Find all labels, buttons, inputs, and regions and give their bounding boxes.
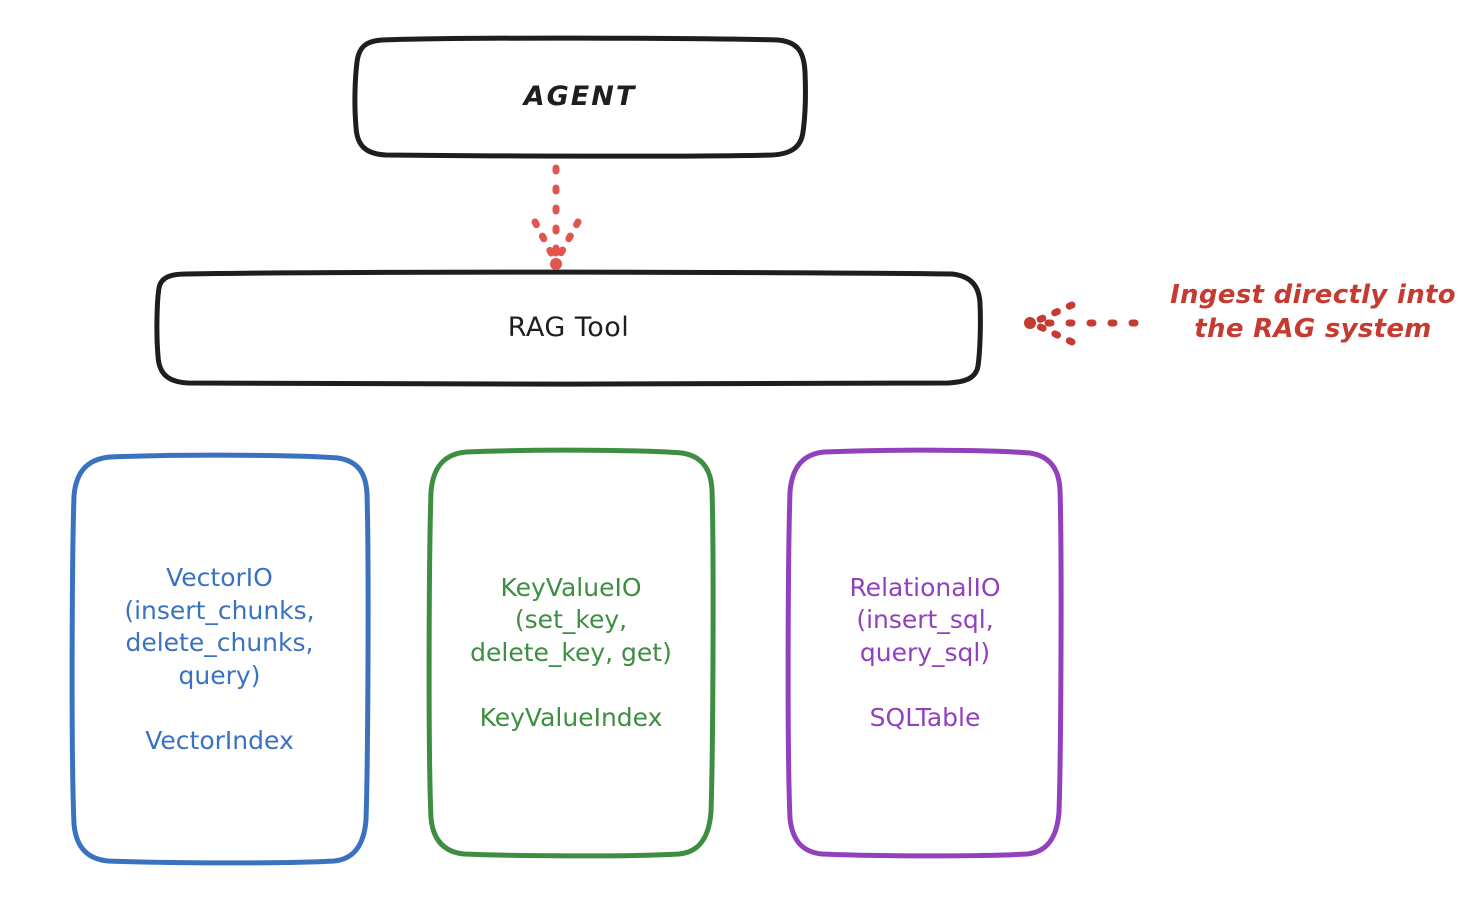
vector-io-box-outline[interactable] [69, 452, 371, 866]
vector-io-node[interactable]: VectorIO (insert_chunks, delete_chunks, … [72, 455, 367, 862]
ingest-to-rag-tool-connector [1024, 301, 1139, 346]
vector-io-api-label: VectorIO (insert_chunks, delete_chunks, … [124, 563, 315, 690]
vector-index-label: VectorIndex [145, 726, 294, 755]
key-value-io-api-label: KeyValueIO (set_key, delete_key, get) [470, 572, 672, 667]
agent-node[interactable]: AGENT [355, 38, 805, 155]
rag-tool-label: RAG Tool [507, 311, 630, 343]
agent-box-outline[interactable] [352, 35, 808, 159]
key-value-io-box-outline[interactable] [426, 447, 716, 859]
key-value-io-node[interactable]: KeyValueIO (set_key, delete_key, get) Ke… [430, 450, 712, 854]
agent-to-rag-tool-connector [531, 164, 582, 270]
relational-io-node[interactable]: RelationalIO (insert_sql, query_sql) SQL… [790, 450, 1060, 854]
rag-tool-node[interactable]: RAG Tool [157, 272, 980, 382]
relational-io-box-outline[interactable] [785, 447, 1064, 859]
ingest-annotation-text: Ingest directly into the RAG system [1170, 280, 1456, 345]
sql-table-label: SQLTable [869, 703, 981, 733]
key-value-index-label: KeyValueIndex [479, 703, 663, 733]
relational-io-api-label: RelationalIO (insert_sql, query_sql) [849, 572, 1001, 667]
agent-label: AGENT [523, 81, 637, 112]
rag-tool-box-outline[interactable] [154, 269, 983, 387]
